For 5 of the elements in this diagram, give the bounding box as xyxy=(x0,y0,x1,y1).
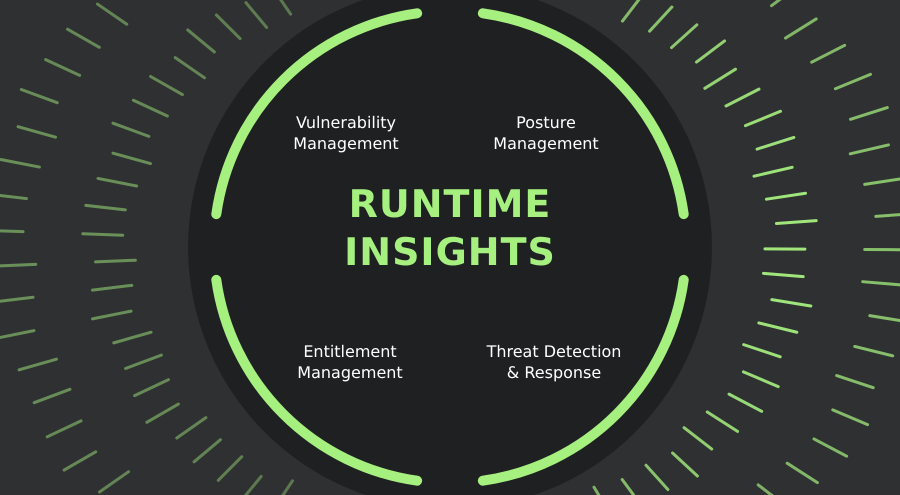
segment-label: Threat Detection & Response xyxy=(486,341,622,383)
title-text: RUNTIME INSIGHTS xyxy=(343,181,557,276)
segment-label: Posture Management xyxy=(492,112,600,154)
segment-label: Vulnerability Management xyxy=(292,112,400,154)
segment-label: Entitlement Management xyxy=(296,341,404,383)
